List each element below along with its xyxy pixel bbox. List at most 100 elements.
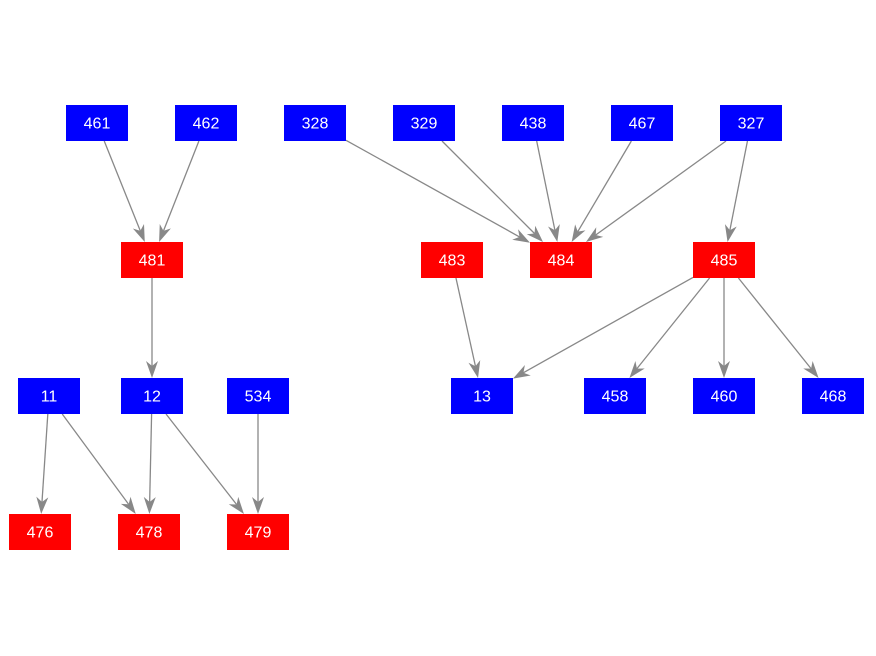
edge-line bbox=[149, 413, 153, 503]
node-484: 484 bbox=[530, 242, 592, 278]
node-box bbox=[720, 105, 782, 141]
edge-485-to-13 bbox=[513, 276, 694, 379]
edge-11-to-478 bbox=[61, 413, 136, 514]
node-label: 329 bbox=[411, 116, 438, 133]
arrowhead-icon bbox=[120, 496, 136, 514]
node-box bbox=[802, 378, 864, 414]
edge-11-to-476 bbox=[36, 413, 49, 514]
node-534: 534 bbox=[227, 378, 289, 414]
node-329: 329 bbox=[393, 105, 455, 141]
node-label: 11 bbox=[41, 389, 58, 406]
node-label: 534 bbox=[245, 389, 272, 406]
node-label: 468 bbox=[820, 389, 847, 406]
arrowhead-icon bbox=[803, 360, 819, 378]
edge-line bbox=[523, 276, 694, 374]
arrowhead-icon bbox=[132, 223, 145, 242]
edge-line bbox=[636, 277, 711, 370]
edge-line bbox=[103, 140, 141, 232]
node-467: 467 bbox=[611, 105, 673, 141]
node-label: 483 bbox=[439, 253, 466, 270]
edge-438-to-484 bbox=[536, 140, 560, 242]
node-label: 328 bbox=[302, 116, 329, 133]
node-box bbox=[693, 242, 755, 278]
node-458: 458 bbox=[584, 378, 646, 414]
edge-328-to-484 bbox=[345, 139, 530, 243]
node-483: 483 bbox=[421, 242, 483, 278]
edge-534-to-479 bbox=[252, 414, 264, 514]
arrowhead-icon bbox=[228, 496, 244, 514]
node-box bbox=[175, 105, 237, 141]
node-468: 468 bbox=[802, 378, 864, 414]
node-box bbox=[121, 378, 183, 414]
edge-line bbox=[165, 413, 238, 505]
node-box bbox=[584, 378, 646, 414]
edge-12-to-479 bbox=[165, 413, 244, 514]
node-461: 461 bbox=[66, 105, 128, 141]
arrowhead-icon bbox=[526, 225, 543, 242]
arrowhead-icon bbox=[585, 227, 604, 242]
node-label: 438 bbox=[520, 116, 547, 133]
edge-line bbox=[595, 140, 727, 236]
edge-485-to-458 bbox=[629, 277, 711, 378]
edge-line bbox=[536, 140, 556, 231]
node-327: 327 bbox=[720, 105, 782, 141]
node-box bbox=[18, 378, 80, 414]
edge-462-to-481 bbox=[159, 140, 200, 242]
node-label: 13 bbox=[473, 389, 491, 406]
node-label: 479 bbox=[245, 525, 272, 542]
arrowhead-icon bbox=[252, 497, 264, 514]
node-box bbox=[284, 105, 346, 141]
node-box bbox=[9, 514, 71, 550]
node-460: 460 bbox=[693, 378, 755, 414]
edge-line bbox=[61, 413, 130, 505]
edge-line bbox=[577, 140, 632, 233]
arrowhead-icon bbox=[512, 229, 530, 243]
edge-line bbox=[162, 140, 200, 232]
node-box bbox=[611, 105, 673, 141]
node-label: 458 bbox=[602, 389, 629, 406]
arrowhead-icon bbox=[571, 224, 586, 242]
node-box bbox=[227, 378, 289, 414]
nodes-layer: 461 462 328 329 438 467 327 481 483 484 485 11 12 534… bbox=[9, 105, 864, 550]
arrowhead-icon bbox=[143, 496, 156, 514]
node-box bbox=[421, 242, 483, 278]
edge-line bbox=[345, 139, 520, 238]
node-462: 462 bbox=[175, 105, 237, 141]
node-label: 485 bbox=[711, 253, 738, 270]
node-328: 328 bbox=[284, 105, 346, 141]
edge-327-to-484 bbox=[585, 140, 727, 242]
arrowhead-icon bbox=[718, 361, 730, 378]
node-box bbox=[393, 105, 455, 141]
node-485: 485 bbox=[693, 242, 755, 278]
edge-461-to-481 bbox=[103, 140, 145, 242]
arrowhead-icon bbox=[468, 360, 481, 378]
node-479: 479 bbox=[227, 514, 289, 550]
edge-485-to-468 bbox=[737, 277, 819, 378]
arrowhead-icon bbox=[36, 496, 49, 514]
node-label: 462 bbox=[193, 116, 220, 133]
edge-481-to-12 bbox=[146, 278, 158, 378]
edge-line bbox=[441, 140, 535, 234]
edges-layer bbox=[36, 139, 819, 514]
node-box bbox=[227, 514, 289, 550]
node-box bbox=[121, 242, 183, 278]
edge-329-to-484 bbox=[441, 140, 543, 242]
arrowhead-icon bbox=[629, 360, 645, 378]
node-box bbox=[693, 378, 755, 414]
node-box bbox=[66, 105, 128, 141]
node-481: 481 bbox=[121, 242, 183, 278]
edge-line bbox=[455, 277, 477, 367]
node-box bbox=[502, 105, 564, 141]
edge-327-to-485 bbox=[724, 140, 749, 242]
node-label: 481 bbox=[139, 253, 166, 270]
edge-line bbox=[737, 277, 812, 370]
arrowhead-icon bbox=[513, 365, 531, 379]
node-478: 478 bbox=[118, 514, 180, 550]
arrowhead-icon bbox=[548, 224, 560, 242]
node-438: 438 bbox=[502, 105, 564, 141]
edge-line bbox=[41, 413, 49, 503]
node-label: 12 bbox=[143, 389, 161, 406]
node-13: 13 bbox=[451, 378, 513, 414]
